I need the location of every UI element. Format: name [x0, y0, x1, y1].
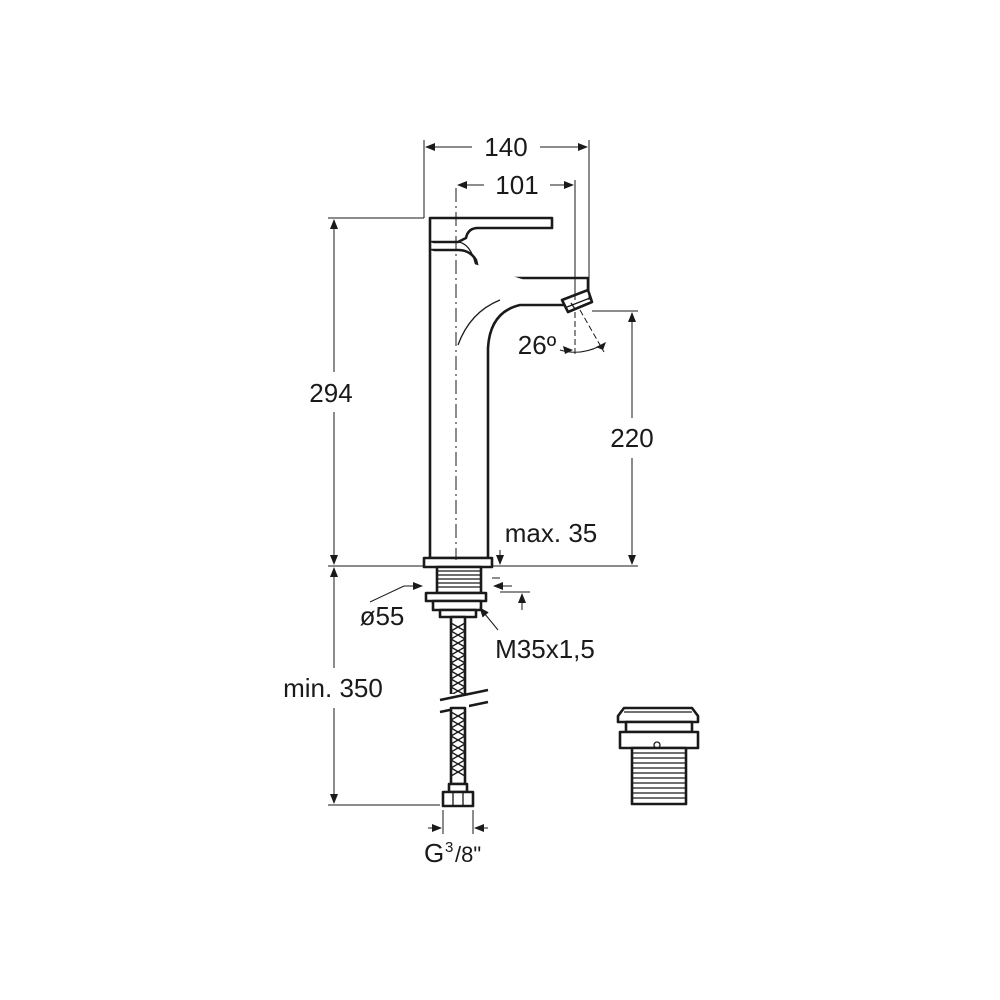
dim-thread-label: M35x1,5 — [495, 634, 595, 664]
dim-connection-denominator: /8" — [455, 842, 481, 867]
hose-end-nut — [441, 782, 475, 808]
fixing-nut — [431, 599, 483, 612]
dim-connection-numerator: 3 — [445, 839, 453, 856]
braided-hose — [439, 615, 489, 786]
dim-angle-label: 26º — [518, 330, 557, 360]
handle-lever — [428, 216, 554, 244]
dim-angle: 26º — [518, 309, 606, 360]
dim-101-label: 101 — [495, 170, 538, 200]
column-inner-curve — [457, 299, 501, 346]
main-column — [428, 250, 589, 560]
dim-294-label: 294 — [309, 378, 352, 408]
drain-valve — [616, 706, 700, 806]
dim-101: 101 — [457, 170, 576, 300]
dim-294: 294 — [309, 217, 424, 567]
dim-connection-g: G — [424, 838, 444, 868]
dim-220-label: 220 — [610, 423, 653, 453]
dim-220: 220 — [492, 310, 654, 567]
dim-max-thickness-label: max. 35 — [505, 518, 598, 548]
dim-max-thickness: max. 35 — [492, 518, 597, 610]
dim-140-label: 140 — [484, 132, 527, 162]
dim-diameter-label: ø55 — [360, 601, 405, 631]
dim-140: 140 — [423, 132, 590, 300]
aerator — [560, 288, 594, 314]
dim-min-hose-label: min. 350 — [283, 673, 383, 703]
dim-diameter: ø55 — [360, 582, 512, 631]
dim-thread: M35x1,5 — [479, 607, 595, 664]
base-collar — [422, 556, 494, 569]
dim-min-hose: min. 350 — [283, 567, 440, 806]
dim-connection: G 3 /8" — [424, 810, 488, 868]
threaded-shank — [435, 565, 483, 595]
faucet-body — [422, 216, 594, 808]
